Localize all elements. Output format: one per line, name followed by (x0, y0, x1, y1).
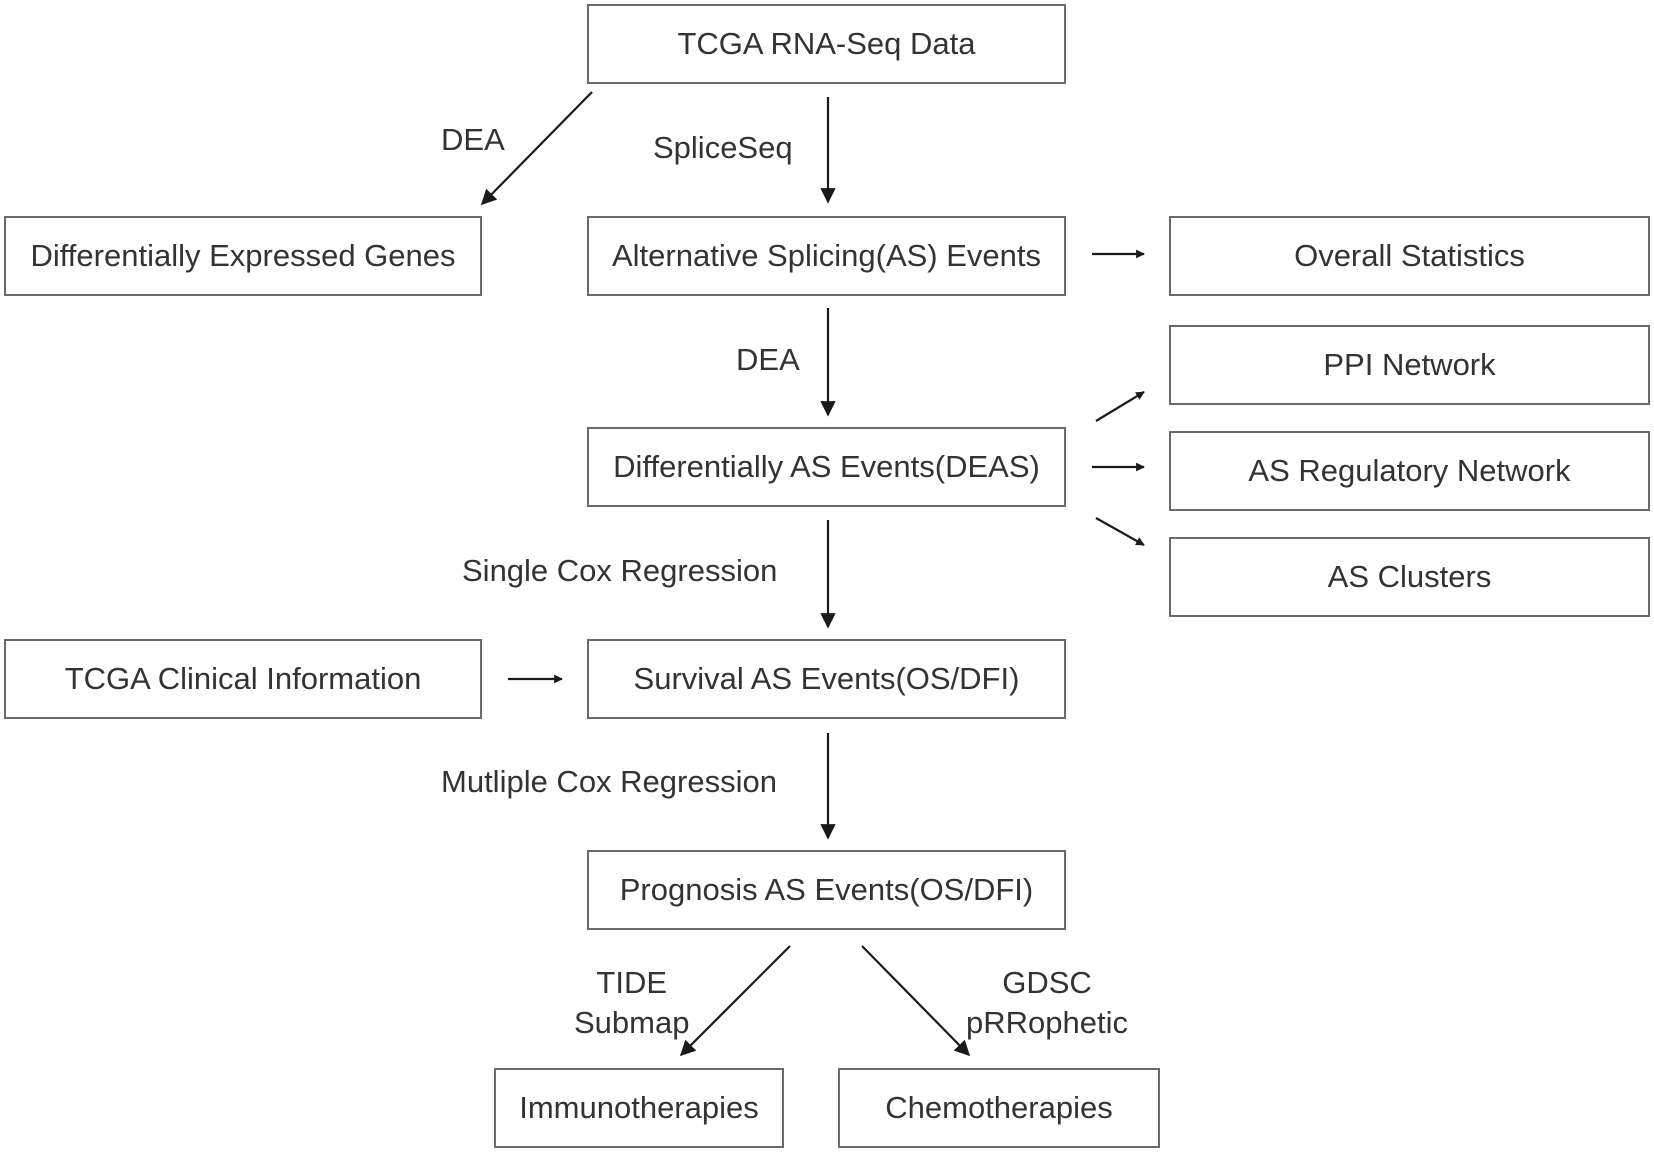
node-survival-as-events: Survival AS Events(OS/DFI) (587, 639, 1066, 719)
edge-label-tide: TIDE (596, 965, 668, 1000)
edge-label-prrophetic: pRRophetic (966, 1005, 1128, 1040)
node-tcga-rnaseq-data: TCGA RNA-Seq Data (587, 4, 1066, 84)
arrow-deas-to-as-clusters (1095, 517, 1145, 546)
arrow-prognosis-to-immunotherapies (679, 945, 791, 1057)
edge-label-tide-submap: TIDE Submap (574, 963, 689, 1043)
arrow-rnaseq-to-diff-genes (480, 91, 593, 206)
node-chemotherapies: Chemotherapies (838, 1068, 1160, 1148)
edge-label-gdsc-prrophetic: GDSC pRRophetic (966, 963, 1128, 1043)
edge-label-single-cox-regression: Single Cox Regression (462, 553, 778, 588)
node-tcga-clinical-information: TCGA Clinical Information (4, 639, 482, 719)
arrow-prognosis-to-chemotherapies (861, 945, 971, 1057)
node-prognosis-as-events: Prognosis AS Events(OS/DFI) (587, 850, 1066, 930)
edge-label-submap: Submap (574, 1005, 690, 1040)
edge-label-dea-center: DEA (736, 342, 800, 377)
node-immunotherapies: Immunotherapies (494, 1068, 784, 1148)
node-differentially-as-events-deas: Differentially AS Events(DEAS) (587, 427, 1066, 507)
edge-label-gdsc: GDSC (1002, 965, 1092, 1000)
node-alternative-splicing-events: Alternative Splicing(AS) Events (587, 216, 1066, 296)
node-overall-statistics: Overall Statistics (1169, 216, 1650, 296)
edge-label-dea-left: DEA (441, 122, 505, 157)
node-ppi-network: PPI Network (1169, 325, 1650, 405)
node-as-regulatory-network: AS Regulatory Network (1169, 431, 1650, 511)
arrow-deas-to-ppi (1095, 391, 1145, 422)
edge-label-multiple-cox-regression: Mutliple Cox Regression (441, 764, 777, 799)
edge-label-spliceseq: SpliceSeq (653, 130, 793, 165)
node-as-clusters: AS Clusters (1169, 537, 1650, 617)
node-differentially-expressed-genes: Differentially Expressed Genes (4, 216, 482, 296)
